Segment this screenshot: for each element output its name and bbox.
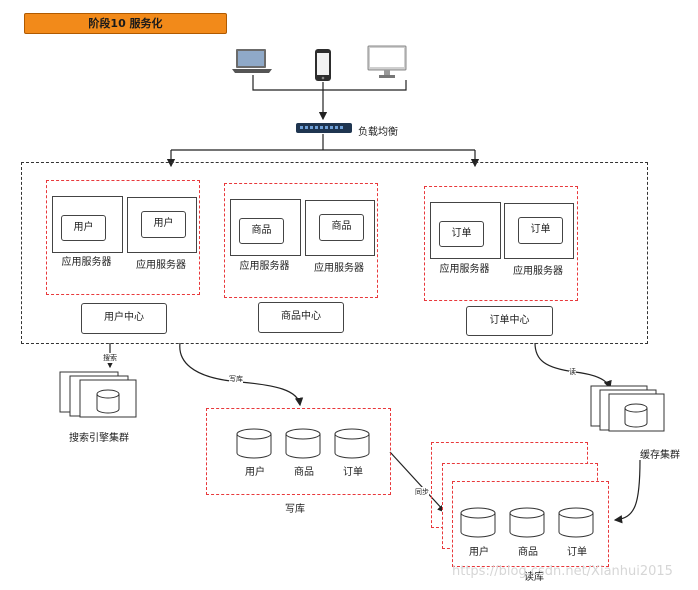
write-db-label-goods: 商品 [294, 467, 314, 478]
search-edge-label: 搜索 [103, 353, 117, 363]
server-module: 商品 [239, 218, 284, 244]
cache-read-arrow [534, 342, 612, 390]
server-module: 订单 [439, 221, 484, 247]
database-icon [236, 428, 272, 459]
database-icon [285, 428, 321, 459]
read-db-label-user: 用户 [469, 547, 489, 558]
database-icon [509, 507, 545, 538]
sync-arrow [389, 451, 446, 513]
search-cluster-icon [59, 371, 137, 418]
user-cluster [46, 180, 200, 295]
database-icon [460, 507, 496, 538]
phone-icon [315, 49, 331, 81]
read-db-icons [460, 507, 594, 538]
order-center: 订单中心 [466, 306, 553, 336]
write-edge-label: 写库 [229, 374, 243, 384]
app-server-label: 应用服务器 [61, 257, 112, 268]
app-server-label: 应用服务器 [439, 264, 490, 275]
server-module: 订单 [518, 217, 563, 244]
database-icon [624, 403, 648, 428]
write-db-icons [236, 428, 370, 459]
read-db-label-goods: 商品 [518, 547, 538, 558]
device-connector [252, 75, 407, 91]
cache-cluster-icon [590, 385, 665, 432]
read-edge-label: 读 [569, 367, 576, 377]
database-icon [558, 507, 594, 538]
user-center: 用户中心 [81, 303, 167, 334]
laptop-icon [232, 49, 272, 73]
server-module: 商品 [319, 214, 364, 241]
cache-to-readdb-arrow [613, 459, 641, 524]
read-db-group-label: 读库 [524, 572, 544, 583]
watermark: https://blog.csdn.net/Xianhui2015 [452, 564, 673, 579]
search-cluster-label: 搜索引擎集群 [69, 433, 129, 444]
desktop-monitor-icon [367, 45, 407, 78]
write-db-label-order: 订单 [343, 467, 363, 478]
write-db-group-label: 写库 [285, 504, 305, 515]
database-icon [334, 428, 370, 459]
app-server-label: 应用服务器 [136, 260, 186, 271]
cache-cluster-label: 缓存集群 [640, 450, 680, 461]
load-balancer-icon [296, 123, 352, 133]
app-server-label: 应用服务器 [314, 263, 364, 274]
write-db-group [206, 408, 391, 495]
sync-edge-label: 同步 [415, 487, 429, 497]
stage-title: 阶段10 服务化 [24, 13, 227, 34]
database-icon [96, 389, 120, 414]
app-server-label: 应用服务器 [513, 266, 563, 277]
load-balancer-label: 负载均衡 [358, 127, 398, 138]
read-db-label-order: 订单 [567, 547, 587, 558]
app-server-label: 应用服务器 [239, 261, 290, 272]
goods-cluster [224, 183, 378, 298]
server-module: 用户 [141, 211, 186, 238]
order-cluster [424, 186, 578, 301]
goods-center: 商品中心 [258, 302, 344, 333]
service-layer-boundary [21, 162, 648, 344]
server-module: 用户 [61, 215, 106, 241]
write-db-label-user: 用户 [245, 467, 265, 478]
